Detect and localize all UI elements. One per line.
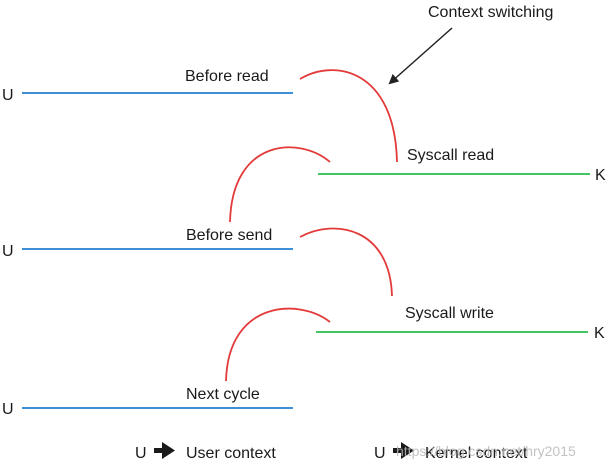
row-1-mode-label: U bbox=[2, 87, 14, 104]
row-4-mode-label: K bbox=[594, 325, 605, 342]
legend: U User context U Kernel context bbox=[135, 442, 528, 462]
context-switching-arrow bbox=[388, 27, 453, 85]
row-2-step-label: Syscall read bbox=[407, 147, 494, 164]
legend-user-symbol: U bbox=[135, 445, 147, 462]
right-arrow-icon bbox=[154, 442, 175, 459]
switch-arc-4 bbox=[225, 307, 331, 382]
switch-arc-1 bbox=[299, 69, 398, 163]
watermark: https://blog.csdn.net/hry2015 bbox=[396, 443, 576, 459]
legend-kernel-text: Kernel context bbox=[425, 445, 528, 462]
row-4-step-label: Syscall write bbox=[405, 305, 494, 322]
switch-arc-2 bbox=[229, 146, 331, 223]
legend-kernel: U Kernel context bbox=[374, 442, 528, 462]
context-switching-label: Context switching bbox=[428, 4, 553, 21]
row-2-mode-label: K bbox=[595, 167, 606, 184]
right-arrow-icon bbox=[393, 442, 414, 459]
switch-arc-3 bbox=[299, 227, 393, 297]
row-5-mode-label: U bbox=[2, 401, 14, 418]
legend-user: U User context bbox=[135, 442, 276, 462]
row-3-mode-label: U bbox=[2, 243, 14, 260]
legend-kernel-symbol: U bbox=[374, 445, 386, 462]
row-1-step-label: Before read bbox=[185, 68, 269, 85]
legend-user-text: User context bbox=[186, 445, 276, 462]
row-5-step-label: Next cycle bbox=[186, 386, 260, 403]
row-3-step-label: Before send bbox=[186, 227, 272, 244]
